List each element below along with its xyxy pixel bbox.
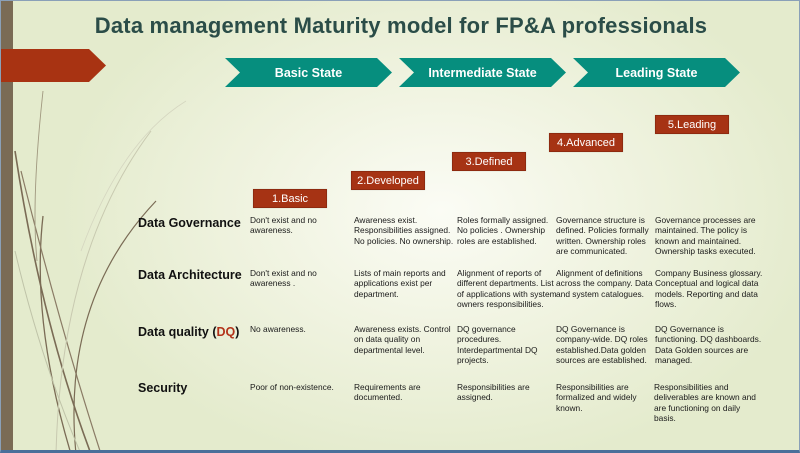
cell-governance-defined: Roles formally assigned. No policies . O… xyxy=(457,215,549,246)
level-box-advanced: 4.Advanced xyxy=(549,133,623,152)
cell-governance-leading: Governance processes are maintained. The… xyxy=(655,215,756,257)
red-arrow-flag xyxy=(1,49,106,82)
cell-governance-advanced: Governance structure is defined. Policie… xyxy=(556,215,649,257)
level-box-basic: 1.Basic xyxy=(253,189,327,208)
cell-governance-basic: Don't exist and no awareness. xyxy=(250,215,317,236)
level-box-defined: 3.Defined xyxy=(452,152,526,171)
row-label-data-quality: Data quality (DQ) xyxy=(138,325,239,339)
cell-security-advanced: Responsibilities are formalized and wide… xyxy=(556,382,637,413)
cell-architecture-leading: Company Business glossary. Conceptual an… xyxy=(655,268,763,310)
row-label-prefix: Data quality ( xyxy=(138,325,217,339)
cell-quality-defined: DQ governance procedures. Interdepartmen… xyxy=(457,324,538,366)
page-title: Data management Maturity model for FP&A … xyxy=(94,13,708,38)
level-box-leading: 5.Leading xyxy=(655,115,729,134)
row-label-data-architecture: Data Architecture xyxy=(138,268,242,282)
row-label-data-governance: Data Governance xyxy=(138,216,241,230)
cell-quality-leading: DQ Governance is functioning. DQ dashboa… xyxy=(655,324,762,366)
cell-quality-advanced: DQ Governance is company-wide. DQ roles … xyxy=(556,324,648,366)
left-accent-bar xyxy=(1,1,13,450)
cell-architecture-basic: Don't exist and no awareness . xyxy=(250,268,317,289)
state-chevron-leading: Leading State xyxy=(573,58,740,87)
state-chevron-basic: Basic State xyxy=(225,58,392,87)
row-label-security: Security xyxy=(138,381,188,395)
cell-architecture-developed: Lists of main reports and applications e… xyxy=(354,268,446,299)
cell-quality-basic: No awareness. xyxy=(250,324,306,334)
state-chevron-intermediate: Intermediate State xyxy=(399,58,566,87)
cell-governance-developed: Awareness exist. Responsibilities assign… xyxy=(354,215,454,246)
row-label-suffix: ) xyxy=(235,325,240,339)
cell-architecture-defined: Alignment of reports of different depart… xyxy=(457,268,557,310)
cell-security-basic: Poor of non-existence. xyxy=(250,382,334,392)
cell-security-developed: Requirements are documented. xyxy=(354,382,421,403)
cell-architecture-advanced: Alignment of definitions across the comp… xyxy=(556,268,653,299)
cell-security-leading: Responsibilities and deliverables are kn… xyxy=(654,382,756,424)
cell-quality-developed: Awareness exists. Control on data qualit… xyxy=(354,324,451,355)
cell-security-defined: Responsibilities are assigned. xyxy=(457,382,530,403)
dq-highlight: DQ xyxy=(216,325,236,339)
level-box-developed: 2.Developed xyxy=(351,171,425,190)
